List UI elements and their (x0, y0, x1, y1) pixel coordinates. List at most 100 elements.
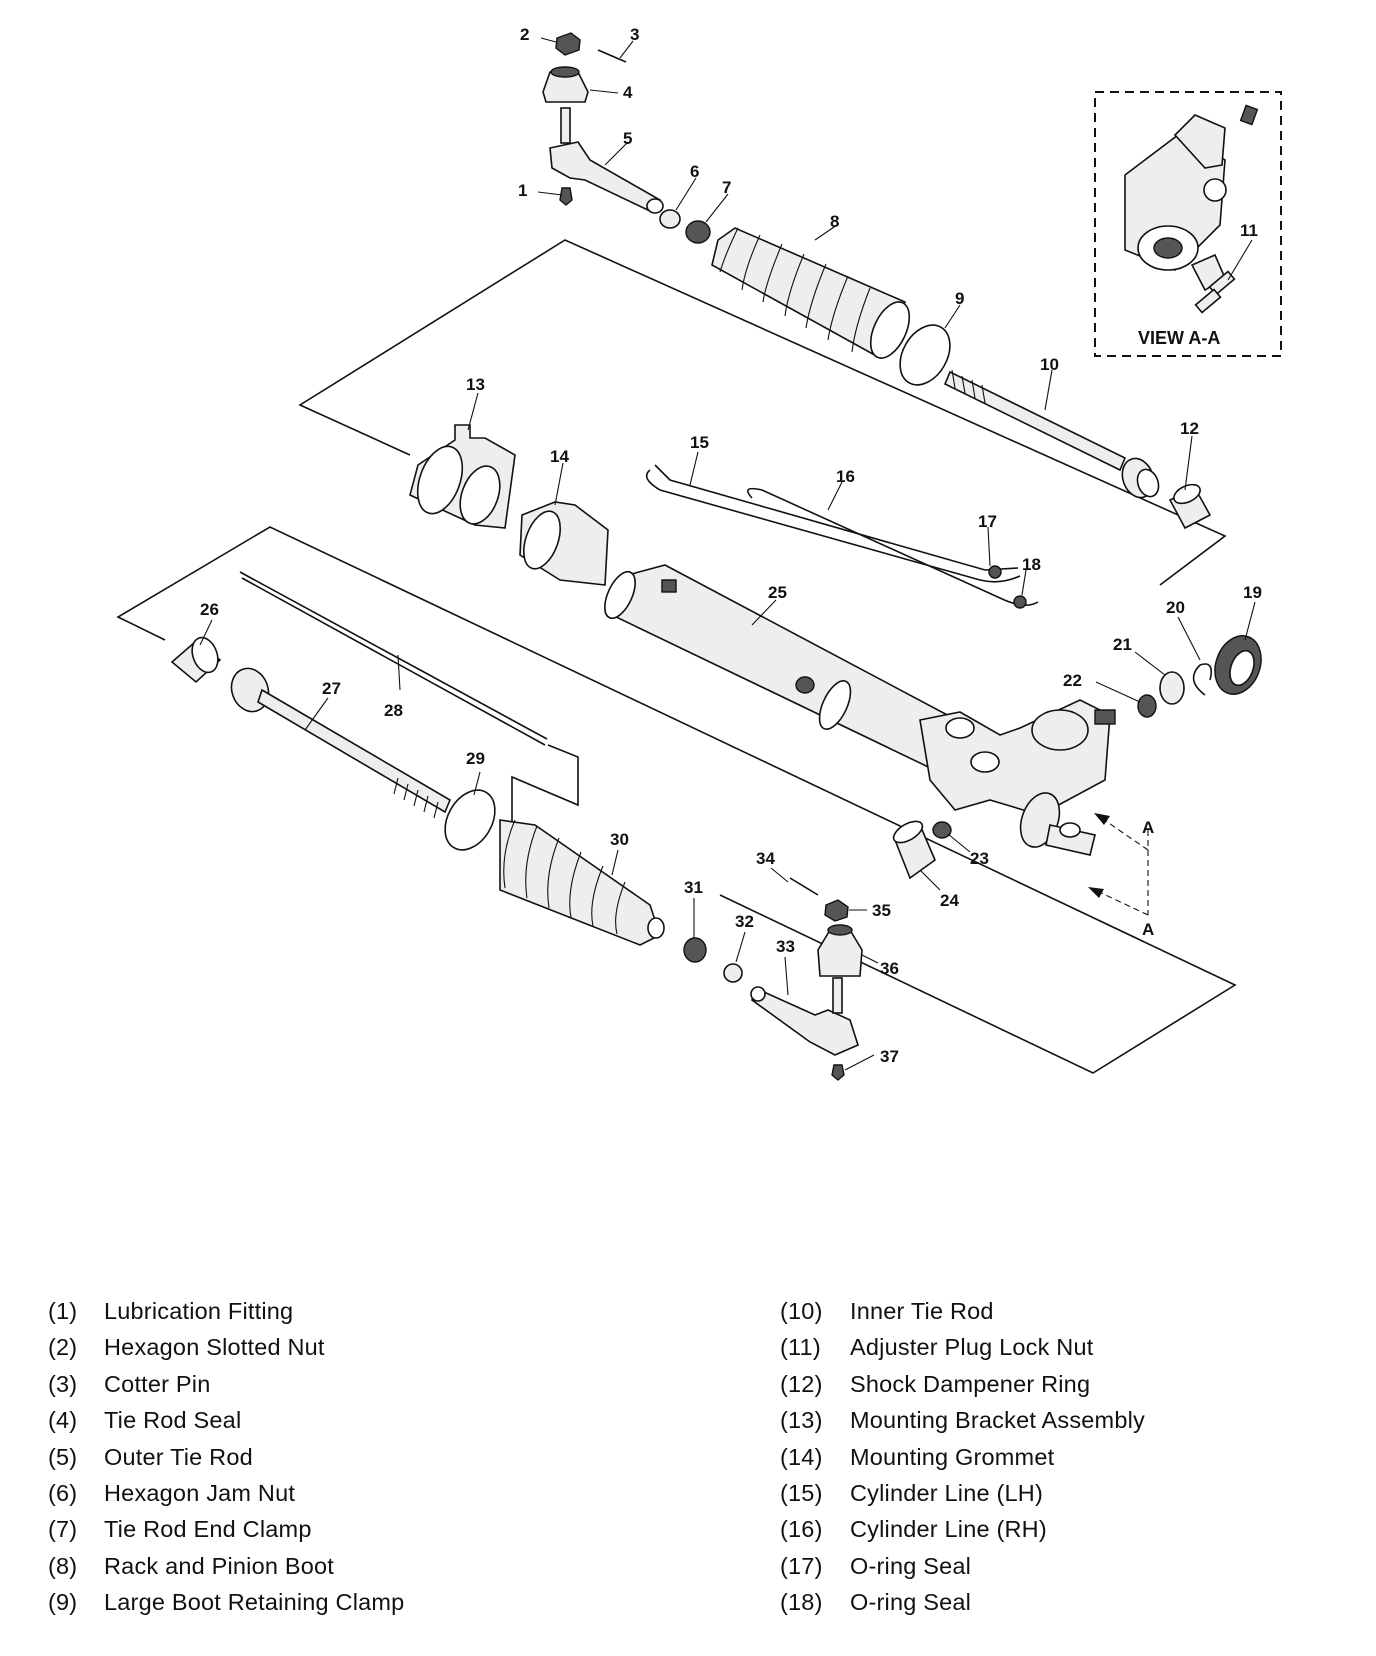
callout-1: 1 (518, 181, 527, 200)
callout-31: 31 (684, 878, 703, 897)
callout-34: 34 (756, 849, 775, 868)
callout-5: 5 (623, 129, 632, 148)
leader-lines (199, 37, 1256, 1071)
legend-part-name: Inner Tie Rod (850, 1298, 994, 1324)
legend-item: (3)Cotter Pin (48, 1371, 688, 1407)
view-a-a-label: VIEW A-A (1138, 328, 1220, 348)
legend-item: (4)Tie Rod Seal (48, 1407, 688, 1443)
legend-item: (5)Outer Tie Rod (48, 1444, 688, 1480)
callout-32: 32 (735, 912, 754, 931)
cotter-pin-34 (789, 877, 819, 896)
legend-part-name: O-ring Seal (850, 1552, 972, 1579)
legend-number: (17) (780, 1552, 823, 1579)
callout-13: 13 (466, 375, 485, 394)
legend-part-name: Cylinder Line (RH) (850, 1516, 1047, 1543)
legend-item: (16) Cylinder Line (RH) (780, 1516, 1376, 1552)
lubrication-fitting-1 (559, 187, 573, 206)
callout-25: 25 (768, 583, 787, 602)
callout-22: 22 (1063, 671, 1082, 690)
legend-number: (7) (48, 1516, 78, 1543)
legend-item: (9)Large Boot Retaining Clamp (48, 1589, 688, 1625)
legend-item: (17) O-ring Seal (780, 1553, 1376, 1589)
legend-item: (14)Mounting Grommet (780, 1444, 1376, 1480)
callout-26: 26 (200, 600, 219, 619)
retaining-ring-20 (1192, 663, 1213, 696)
cotter-pin-3 (597, 49, 627, 63)
legend-item: (1)Lubrication Fitting (48, 1298, 688, 1334)
legend-number: (3) (48, 1370, 78, 1397)
outer-tie-rod-5 (549, 107, 664, 214)
shock-dampener-ring-12 (1168, 483, 1212, 530)
seal-22 (1137, 694, 1157, 718)
callout-19: 19 (1243, 583, 1262, 602)
legend-item: (10)Inner Tie Rod (780, 1298, 1376, 1334)
o-ring-seal-18 (1013, 595, 1027, 609)
section-marker-lower: A (1142, 920, 1154, 939)
pinion-housing-detail (1124, 104, 1259, 292)
rack-28 (241, 577, 546, 746)
legend-part-name: Mounting Grommet (850, 1443, 1055, 1470)
callout-29: 29 (466, 749, 485, 768)
callout-17: 17 (978, 512, 997, 531)
legend-number: (12) (780, 1370, 823, 1397)
adjuster-plug-lock-nut-detail (1194, 239, 1253, 314)
legend-number: (9) (48, 1589, 78, 1616)
legend-number: (11) (780, 1334, 821, 1361)
legend-right-column: (10)Inner Tie Rod (11)Adjuster Plug Lock… (780, 1298, 1376, 1626)
legend-item: (6)Hexagon Jam Nut (48, 1480, 688, 1516)
outer-tie-rod-33 (750, 977, 859, 1056)
legend-item: (15)Cylinder Line (LH) (780, 1480, 1376, 1516)
shock-dampener-ring-24 (892, 820, 936, 880)
legend-part-name: Mounting Bracket Assembly (850, 1407, 1145, 1434)
legend-number: (18) (780, 1589, 823, 1616)
legend-item: (13)Mounting Bracket Assembly (780, 1407, 1376, 1443)
callout-35: 35 (872, 901, 891, 920)
legend-number: (16) (780, 1516, 823, 1543)
mounting-bracket-assembly-13 (409, 424, 516, 529)
legend-number: (2) (48, 1334, 78, 1361)
upper-assembly-outline (298, 239, 1227, 586)
callout-12: 12 (1180, 419, 1199, 438)
callout-37: 37 (880, 1047, 899, 1066)
rack-28-edge (239, 571, 548, 740)
large-boot-retaining-clamp-29 (444, 789, 496, 851)
legend-item: (2)Hexagon Slotted Nut (48, 1334, 688, 1370)
tie-rod-seal-36 (817, 924, 863, 977)
view-a-a-box (1094, 91, 1282, 357)
legend-number: (4) (48, 1407, 78, 1434)
callout-11: 11 (1240, 221, 1258, 240)
callout-28: 28 (384, 701, 403, 720)
inner-tie-rod-27 (230, 667, 452, 819)
cylinder-line-lh-15 (645, 469, 1021, 583)
legend-part-name: O-ring Seal (850, 1589, 972, 1616)
shock-dampener-ring-26 (170, 636, 222, 684)
legend-left-column: (1)Lubrication Fitting (2)Hexagon Slotte… (48, 1298, 688, 1626)
callout-7: 7 (722, 178, 731, 197)
legend-item: (12)Shock Dampener Ring (780, 1371, 1376, 1407)
rack-and-pinion-boot-8 (711, 227, 911, 360)
callout-21: 21 (1113, 635, 1132, 654)
tie-rod-end-clamp-31 (683, 937, 707, 963)
callout-10: 10 (1040, 355, 1059, 374)
legend-number: (8) (48, 1552, 78, 1579)
tie-rod-end-clamp-7 (685, 220, 711, 244)
callout-30: 30 (610, 830, 629, 849)
legend-item: (8)Rack and Pinion Boot (48, 1553, 688, 1589)
hexagon-jam-nut-32 (723, 963, 743, 983)
mounting-grommet-14 (519, 501, 609, 586)
callout-24: 24 (940, 891, 959, 910)
callout-23: 23 (970, 849, 989, 868)
legend-number: (6) (48, 1479, 78, 1506)
seal-21 (1159, 671, 1185, 705)
lubrication-fitting-37 (831, 1064, 845, 1081)
o-ring-seal-17 (988, 565, 1002, 579)
callout-36: 36 (880, 959, 899, 978)
rack-28-bracket (511, 744, 579, 840)
inner-tie-rod-10 (943, 369, 1160, 499)
legend-part-name: Cylinder Line (LH) (850, 1479, 1043, 1506)
callout-2: 2 (520, 25, 529, 44)
callout-27: 27 (322, 679, 341, 698)
legend-item: (11)Adjuster Plug Lock Nut (780, 1334, 1376, 1370)
exploded-steering-gear-diagram: VIEW A-A (116, 25, 1282, 1081)
callout-3: 3 (630, 25, 639, 44)
